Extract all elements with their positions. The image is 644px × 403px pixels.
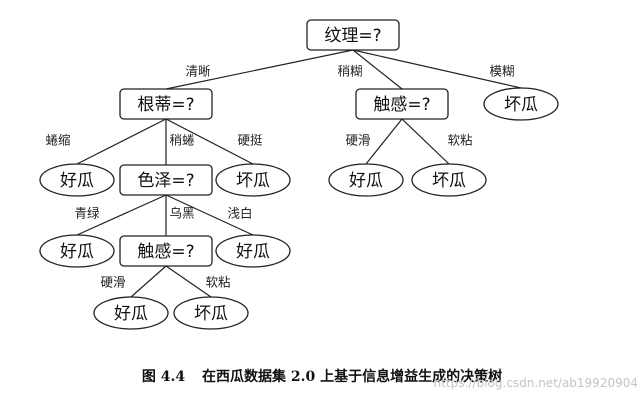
leaf-node-l_huaigua4: 坏瓜 [173, 296, 249, 330]
node-label: 坏瓜 [236, 171, 270, 191]
tree-edge-root-n_chugan1 [352, 49, 403, 90]
node-label: 坏瓜 [504, 95, 538, 115]
leaf-node-l_haogua4: 好瓜 [215, 234, 291, 268]
leaf-ellipse [411, 163, 487, 197]
leaf-node-l_haogua5: 好瓜 [93, 296, 169, 330]
edge-label-n_seze-l_haogua4: 浅白 [227, 206, 252, 221]
decision-box [306, 19, 400, 51]
leaf-node-l_haogua1: 好瓜 [39, 163, 115, 197]
decision-node-root: 纹理=? [306, 19, 400, 51]
node-label: 坏瓜 [432, 171, 466, 191]
node-label: 根蒂=? [137, 95, 194, 115]
tree-edge-n_gendi-l_haogua1 [76, 118, 167, 165]
leaf-ellipse [483, 87, 559, 121]
node-label: 坏瓜 [194, 304, 228, 324]
figure-caption: 图 4.4 在西瓜数据集 2.0 上基于信息增益生成的决策树 [0, 366, 644, 386]
leaf-ellipse [215, 163, 291, 197]
edge-label-n_gendi-l_huaigua2: 硬挺 [237, 133, 263, 148]
edge-label-n_chugan1-l_haogua2: 硬滑 [345, 133, 370, 148]
tree-edge-n_chugan2-l_huaigua4 [165, 265, 212, 298]
edge-label-root-l_huaigua1: 模糊 [489, 64, 514, 79]
edge-label-root-n_chugan1: 稍糊 [337, 64, 362, 79]
leaf-ellipse [328, 163, 404, 197]
edge-label-n_chugan1-l_huaigua3: 软粘 [447, 133, 472, 148]
decision-box [119, 235, 213, 267]
figure-number: 图 4.4 [141, 369, 186, 385]
node-label: 好瓜 [60, 242, 94, 262]
tree-edge-n_gendi-l_huaigua2 [165, 118, 254, 165]
node-label: 好瓜 [60, 171, 94, 191]
edge-label-n_seze-l_haogua3: 青绿 [74, 206, 100, 221]
decision-box [355, 88, 449, 120]
decision-node-n_chugan1: 触感=? [355, 88, 449, 120]
tree-edge-n_chugan2-l_haogua5 [130, 265, 167, 298]
tree-edge-n_chugan1-l_haogua2 [365, 118, 403, 165]
decision-box [119, 88, 213, 120]
leaf-ellipse [39, 234, 115, 268]
leaf-node-l_haogua3: 好瓜 [39, 234, 115, 268]
edge-label-n_gendi-n_seze: 稍蜷 [169, 133, 195, 148]
leaf-ellipse [215, 234, 291, 268]
figure-caption-text: 在西瓜数据集 2.0 上基于信息增益生成的决策树 [202, 369, 503, 385]
edge-label-n_chugan2-l_huaigua4: 软粘 [205, 275, 230, 290]
watermark-text: https://blog.csdn.net/ab19920904 [433, 376, 638, 390]
leaf-node-l_huaigua2: 坏瓜 [215, 163, 291, 197]
edge-label-n_seze-n_chugan2: 乌黑 [169, 206, 194, 221]
node-label: 触感=? [373, 95, 430, 115]
tree-edge-root-l_huaigua1 [352, 49, 522, 89]
decision-node-n_gendi: 根蒂=? [119, 88, 213, 120]
tree-edge-n_seze-l_haogua4 [165, 194, 254, 236]
tree-edge-root-n_gendi [165, 49, 354, 90]
leaf-node-l_huaigua3: 坏瓜 [411, 163, 487, 197]
edge-label-root-n_gendi: 清晰 [185, 64, 210, 79]
node-label: 好瓜 [236, 242, 270, 262]
node-label: 触感=? [137, 242, 194, 262]
leaf-node-l_huaigua1: 坏瓜 [483, 87, 559, 121]
tree-edge-n_seze-l_haogua3 [76, 194, 167, 236]
node-label: 好瓜 [349, 171, 383, 191]
decision-node-n_chugan2: 触感=? [119, 235, 213, 267]
node-label: 好瓜 [114, 304, 148, 324]
edge-label-n_gendi-l_haogua1: 蜷缩 [45, 133, 70, 148]
leaf-ellipse [39, 163, 115, 197]
decision-box [119, 164, 213, 196]
decision-node-n_seze: 色泽=? [119, 164, 213, 196]
leaf-node-l_haogua2: 好瓜 [328, 163, 404, 197]
leaf-ellipse [173, 296, 249, 330]
leaf-ellipse [93, 296, 169, 330]
tree-edge-n_chugan1-l_huaigua3 [401, 118, 450, 165]
node-label: 色泽=? [137, 171, 194, 191]
edge-label-n_chugan2-l_haogua5: 硬滑 [100, 275, 125, 290]
node-label: 纹理=? [324, 26, 381, 46]
